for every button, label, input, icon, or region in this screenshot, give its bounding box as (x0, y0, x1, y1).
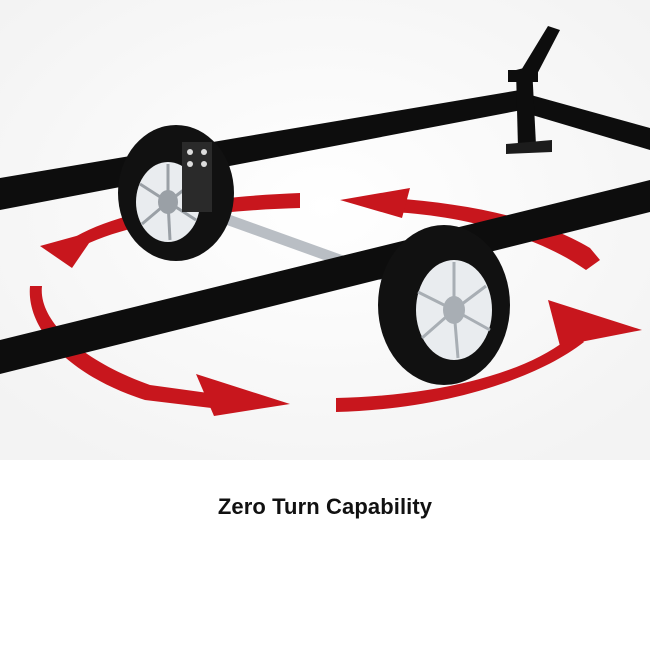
arc-arrow-upper-right (392, 198, 600, 270)
arc-arrow-upper-left (64, 193, 300, 252)
arrowhead-upper (340, 188, 410, 218)
frame-rail-front (0, 180, 650, 374)
frame-tongue (520, 26, 560, 80)
arrowhead-lower-right (548, 300, 642, 346)
zero-turn-illustration (0, 0, 650, 460)
post-bracket (508, 70, 538, 82)
post-foot (506, 140, 552, 154)
arrowhead-left (40, 230, 98, 268)
caption-title: Zero Turn Capability (217, 494, 433, 519)
frame-upright-post (516, 66, 536, 148)
arc-arrow-lower-right (336, 332, 584, 412)
arrowhead-lower-left (196, 374, 290, 416)
wheel-icon (378, 225, 510, 385)
frame-rail-right (520, 92, 650, 150)
wheel-icon (118, 125, 234, 261)
